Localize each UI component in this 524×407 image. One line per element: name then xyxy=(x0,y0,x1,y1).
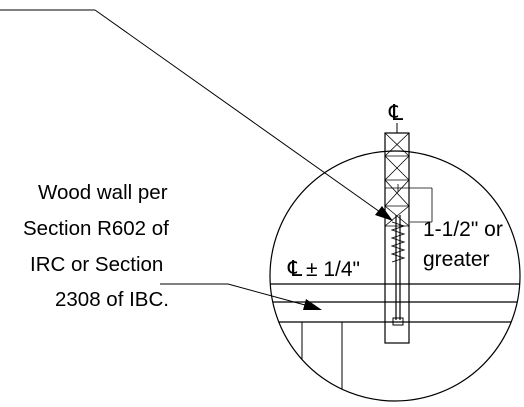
wall-note-line-1: Wood wall per xyxy=(38,181,168,204)
width-dimension-line-1: 1-1/2" or xyxy=(423,218,503,241)
centerline-tolerance-text: ± 1/4" xyxy=(306,258,360,281)
leader-line-diagonal xyxy=(94,9,381,213)
detail-circle xyxy=(269,150,521,402)
width-dimension-line-2: greater xyxy=(423,248,490,271)
wall-note-arrowhead xyxy=(303,299,322,310)
stud-section xyxy=(384,132,410,344)
wall-note-leader-diagonal xyxy=(227,283,306,306)
centerline-symbol-tolerance: ℄ xyxy=(287,256,303,281)
centerline-symbol-top: ℄ xyxy=(388,100,404,125)
anchor-bolt xyxy=(390,215,406,326)
wall-note-line-3: IRC or Section xyxy=(30,253,163,276)
plate-lines xyxy=(270,283,520,401)
width-dimension xyxy=(385,184,433,223)
wall-note-line-4: 2308 of IBC. xyxy=(55,288,169,311)
wall-note-line-2: Section R602 of xyxy=(23,217,169,240)
leader-arrowhead xyxy=(375,206,393,221)
